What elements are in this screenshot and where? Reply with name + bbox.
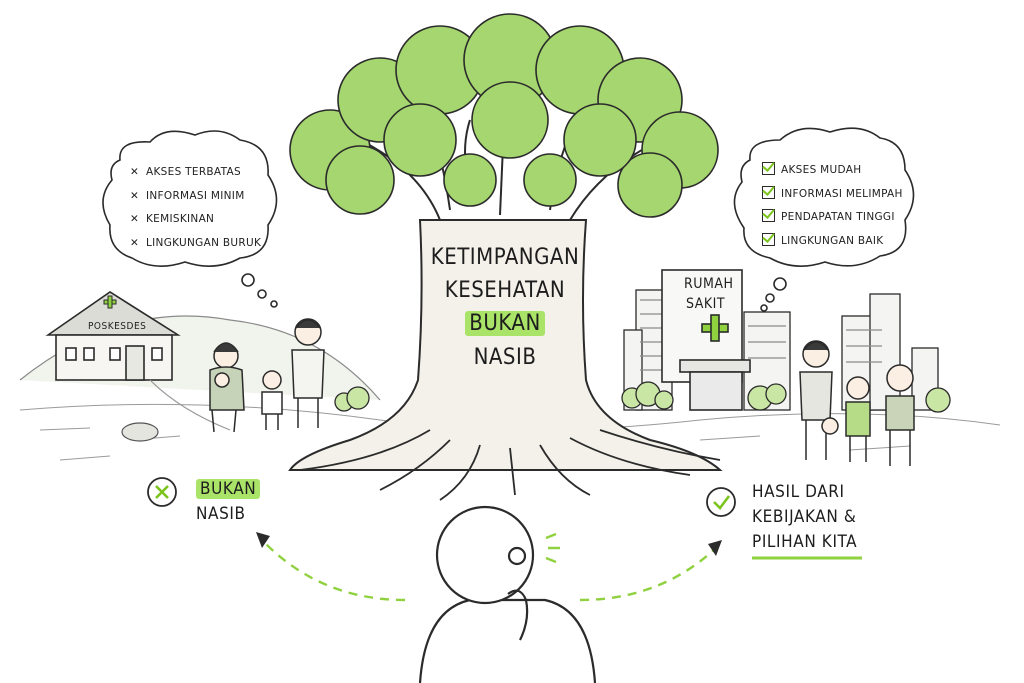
tree-trunk xyxy=(288,219,723,471)
left-bubble-item: ✕AKSES TERBATAS xyxy=(130,161,261,185)
title-line-2: KESEHATAN xyxy=(444,278,566,303)
checkbox-icon xyxy=(762,209,775,222)
tree-roots xyxy=(299,429,721,501)
title-line-1: KETIMPANGAN xyxy=(430,245,580,270)
right-family xyxy=(799,340,915,466)
title-highlight: BUKAN xyxy=(465,311,545,336)
rock xyxy=(121,422,159,442)
right-bubble-item: AKSES MUDAH xyxy=(762,159,903,183)
right-bubble-list: AKSES MUDAH INFORMASI MELIMPAH PENDAPATA… xyxy=(762,159,903,253)
right-caption-line1: HASIL DARI xyxy=(752,482,845,502)
hospital-sign-line2: SAKIT xyxy=(686,296,726,312)
left-caption-line1: BUKAN xyxy=(196,479,261,499)
title-line-4: NASIB xyxy=(473,345,537,370)
hospital-building xyxy=(661,269,751,411)
left-caption-line2: NASIB xyxy=(196,504,246,524)
x-mark-icon: ✕ xyxy=(130,189,140,202)
left-bubble-list: ✕AKSES TERBATAS ✕INFORMASI MINIM ✕KEMISK… xyxy=(130,161,261,255)
poskesdes-sign: POSKESDES xyxy=(88,321,147,332)
bushes xyxy=(334,381,951,413)
left-thought-bubble xyxy=(102,130,278,308)
x-mark-icon: ✕ xyxy=(130,213,140,225)
dashed-arrows xyxy=(261,539,717,602)
left-bubble-item: ✕LINGKUNGAN BURUK xyxy=(130,232,261,256)
left-arrowhead xyxy=(256,532,270,548)
x-mark-icon: ✕ xyxy=(130,236,140,249)
right-caption-line3: PILIHAN KITA xyxy=(752,532,858,552)
poskesdes-building xyxy=(45,291,181,381)
x-mark-icon: ✕ xyxy=(130,166,140,178)
left-bubble-item: ✕INFORMASI MINIM xyxy=(130,185,261,209)
right-thought-bubble xyxy=(733,127,915,312)
right-bubble-item: INFORMASI MELIMPAH xyxy=(762,183,903,207)
tree-canopy xyxy=(289,13,719,218)
left-bubble-item: ✕KEMISKINAN xyxy=(130,208,261,232)
x-circle-icon xyxy=(147,477,177,507)
checkbox-icon xyxy=(762,185,775,199)
right-bubble-item: PENDAPATAN TINGGI xyxy=(762,206,903,230)
checkbox-icon xyxy=(762,162,775,175)
right-bubble-item: LINGKUNGAN BAIK xyxy=(762,230,903,254)
check-circle-icon xyxy=(706,487,736,517)
checkbox-icon xyxy=(762,232,775,246)
right-arrowhead xyxy=(708,540,722,556)
hospital-sign-line1: RUMAH xyxy=(684,276,734,292)
thinking-person xyxy=(418,505,597,683)
left-family xyxy=(209,318,325,433)
right-caption-line2: KEBIJAKAN & xyxy=(752,507,857,527)
title-line-3: BUKAN xyxy=(410,311,600,336)
dirt-path xyxy=(149,379,231,431)
